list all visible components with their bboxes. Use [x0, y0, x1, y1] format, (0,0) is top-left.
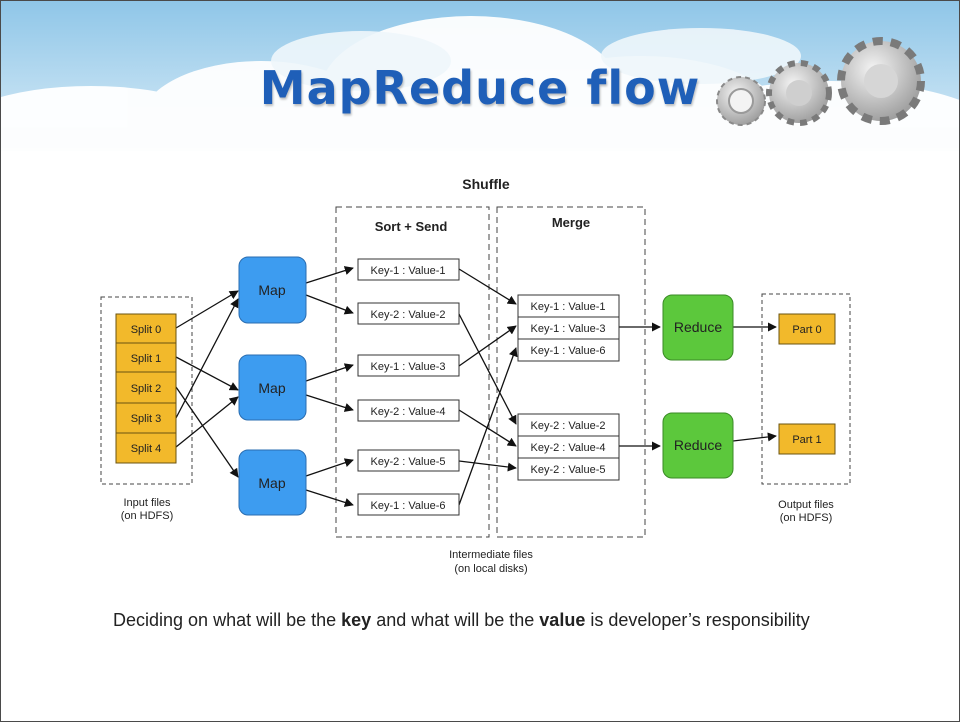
input-files-box	[100, 296, 193, 485]
merge-label: Merge	[552, 215, 590, 230]
output-files-label: Output files	[778, 499, 834, 511]
part-0	[778, 313, 836, 345]
split-1	[115, 342, 177, 373]
split-0-label: Split 0	[131, 324, 162, 336]
map-node-1-label: Map	[258, 282, 285, 298]
sort-pair-4	[357, 399, 460, 422]
merge-1-row-2-label: Key-1 : Value-3	[530, 323, 605, 335]
split-0	[115, 313, 177, 344]
merge-1-row-1-label: Key-1 : Value-1	[530, 301, 605, 313]
merge-1-row-3-label: Key-1 : Value-6	[530, 345, 605, 357]
split-4-label: Split 4	[131, 443, 162, 455]
split-to-map-arrows	[175, 290, 239, 478]
map-nodes: Map Map Map	[238, 256, 307, 516]
map-node-3	[238, 449, 307, 516]
sort-pair-4-label: Key-2 : Value-4	[370, 406, 445, 418]
reduce-node-1	[662, 294, 734, 361]
output-files-sublabel: (on HDFS)	[780, 512, 833, 524]
sort-pair-6-label: Key-1 : Value-6	[370, 500, 445, 512]
split-1-label: Split 1	[131, 353, 162, 365]
input-splits: Split 0 Split 1 Split 2 Split 3 Split 4	[115, 313, 177, 464]
shuffle-label: Shuffle	[462, 176, 510, 192]
reduce-node-2-label: Reduce	[674, 437, 722, 453]
caption-part-1: Deciding on what will be the	[113, 610, 342, 630]
sort-pairs: Key-1 : Value-1 Key-2 : Value-2 Key-1 : …	[357, 258, 460, 516]
intermediate-files-sublabel: (on local disks)	[454, 563, 527, 575]
reduce-nodes: Reduce Reduce	[662, 294, 734, 479]
merge-1-row-3	[517, 338, 620, 362]
sort-pair-6	[357, 493, 460, 516]
slide-title: MapReduce flow	[259, 61, 701, 115]
slide-caption: Deciding on what will be the key and wha…	[113, 606, 853, 634]
merge-group-2: Key-2 : Value-2 Key-2 : Value-4 Key-2 : …	[517, 413, 620, 481]
part-0-label: Part 0	[792, 324, 821, 336]
merge-2-row-1-label: Key-2 : Value-2	[530, 420, 605, 432]
sort-pair-5-label: Key-2 : Value-5	[370, 456, 445, 468]
caption-key-word: key	[341, 610, 372, 630]
split-2-label: Split 2	[131, 383, 162, 395]
cloud-banner	[1, 1, 959, 201]
reduce-arrows	[619, 322, 777, 451]
merge-2-row-3-label: Key-2 : Value-5	[530, 464, 605, 476]
map-to-sort-arrows	[305, 266, 354, 507]
sort-send-box	[335, 206, 490, 538]
output-files-box	[761, 293, 851, 485]
sort-pair-2	[357, 302, 460, 325]
sort-pair-5	[357, 449, 460, 472]
split-3-label: Split 3	[131, 413, 162, 425]
split-4	[115, 432, 177, 464]
sort-pair-3-label: Key-1 : Value-3	[370, 361, 445, 373]
split-3	[115, 402, 177, 434]
reduce-node-2	[662, 412, 734, 479]
map-node-2	[238, 354, 307, 421]
caption-part-3: is developer’s responsibility	[585, 610, 810, 630]
gears-icon	[716, 37, 925, 126]
merge-2-row-3	[517, 457, 620, 481]
input-files-label: Input files	[123, 497, 171, 509]
input-files-sublabel: (on HDFS)	[121, 510, 174, 522]
sort-pair-3	[357, 354, 460, 377]
merge-box	[496, 206, 646, 538]
map-node-2-label: Map	[258, 380, 285, 396]
map-node-3-label: Map	[258, 475, 285, 491]
sort-to-merge-arrows	[458, 268, 518, 506]
caption-value-word: value	[539, 610, 586, 630]
reduce-node-1-label: Reduce	[674, 319, 722, 335]
sort-pair-2-label: Key-2 : Value-2	[370, 309, 445, 321]
mapreduce-diagram: Shuffle Sort + Send Merge	[100, 176, 851, 575]
output-parts: Part 0 Part 1	[778, 313, 836, 455]
sort-send-label: Sort + Send	[375, 219, 448, 234]
part-1	[778, 423, 836, 455]
part-1-label: Part 1	[792, 434, 821, 446]
sort-pair-1-label: Key-1 : Value-1	[370, 265, 445, 277]
caption-part-2: and what will be the	[371, 610, 540, 630]
merge-2-row-2-label: Key-2 : Value-4	[530, 442, 605, 454]
merge-group-1: Key-1 : Value-1 Key-1 : Value-3 Key-1 : …	[517, 294, 620, 362]
sort-pair-1	[357, 258, 460, 281]
intermediate-files-label: Intermediate files	[449, 549, 533, 561]
map-node-1	[238, 256, 307, 324]
